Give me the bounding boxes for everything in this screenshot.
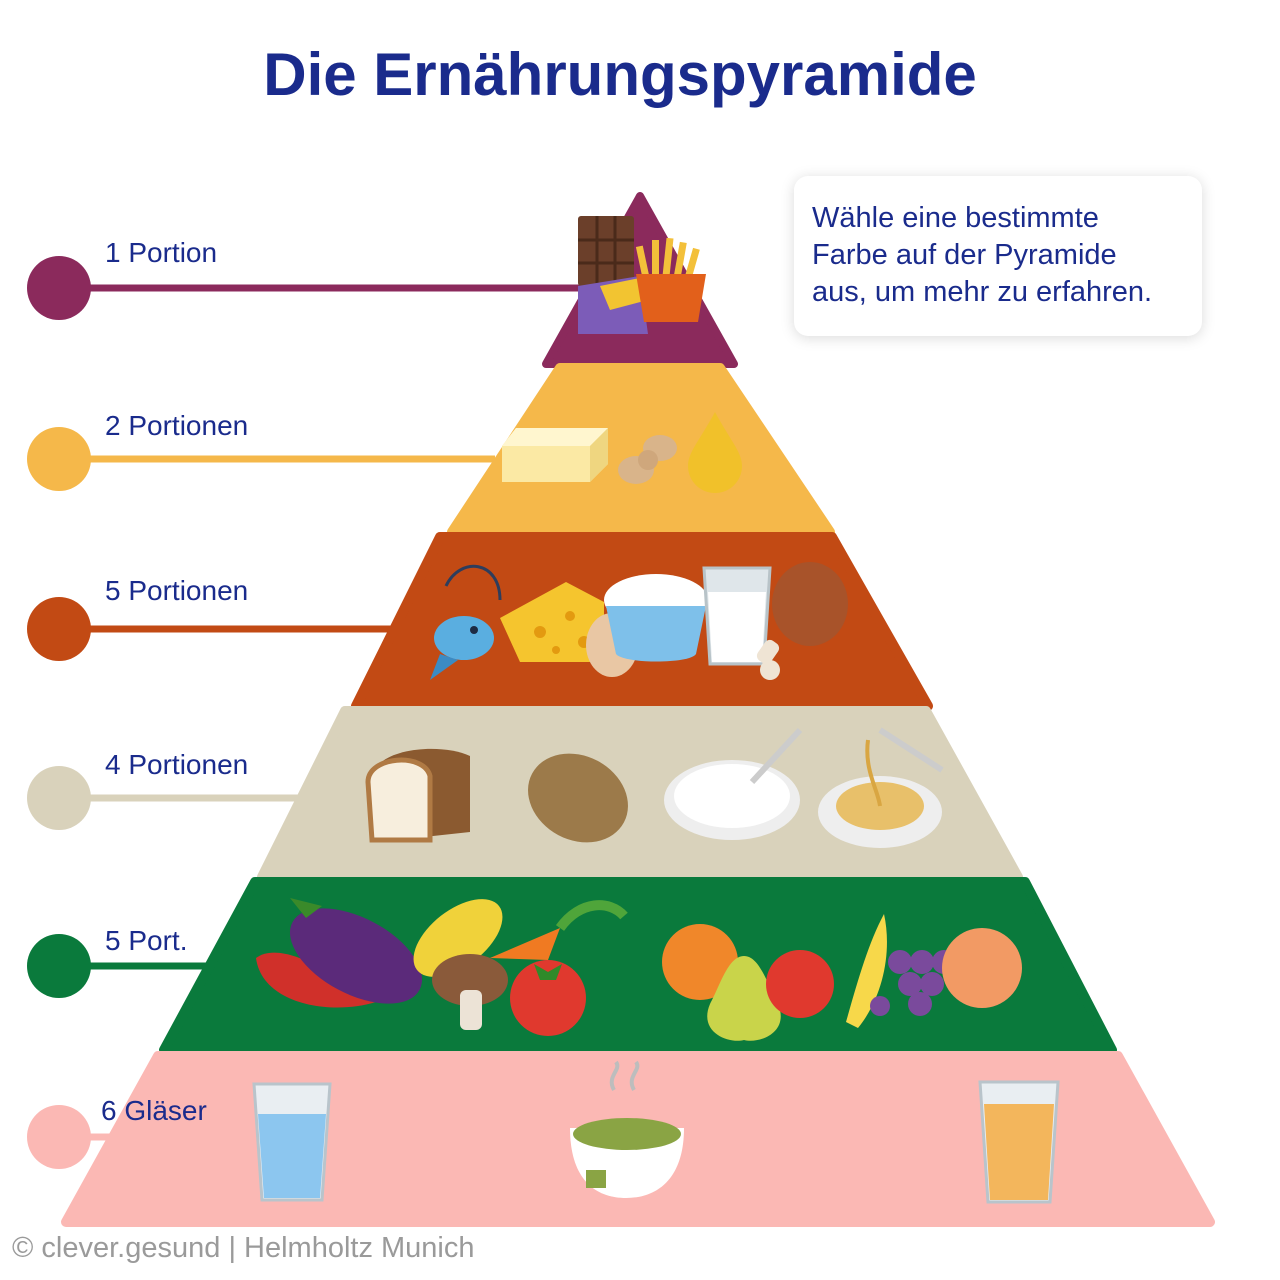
orange-icon [662,924,738,1000]
mushroom-icon [432,954,508,1030]
candy-icon [578,276,648,334]
level-dot-1[interactable] [27,256,91,320]
french-fries-icon [635,237,706,322]
potato-icon [528,753,628,843]
butter-icon [502,428,608,482]
level-dot-5[interactable] [27,934,91,998]
info-box: Wähle eine bestimmte Farbe auf der Pyram… [794,176,1202,336]
level-dot-3[interactable] [27,597,91,661]
peach-icon [942,928,1022,1008]
level-dot-2[interactable] [27,427,91,491]
tea-cup-icon [570,1060,684,1198]
water-glass-icon [252,1082,332,1202]
level-label-1: 1 Portion [105,237,217,268]
peanut-icon [618,435,677,484]
yogurt-icon [604,574,708,662]
level-label-4: 4 Portionen [105,749,248,780]
chocolate-icon [578,216,634,286]
info-line-3: aus, um mehr zu erfahren. [812,276,1153,308]
level-label-3: 5 Portionen [105,575,248,606]
bread-icon [365,748,470,843]
level-dot-4[interactable] [27,766,91,830]
pasta-icon [818,727,944,848]
apple-icon [766,950,834,1018]
level-dot-6[interactable] [27,1105,91,1169]
info-line-1: Wähle eine bestimmte [812,202,1099,234]
juice-glass-icon [978,1080,1060,1204]
tomato-icon [510,960,586,1036]
info-line-2: Farbe auf der Pyramide [812,239,1117,271]
level-labels: 1 Portion 2 Portionen 5 Portionen 4 Port… [101,237,248,1126]
level-label-5: 5 Port. [105,925,187,956]
level-markers [27,256,600,1169]
copyright-footer: © clever.gesund | Helmholtz Munich [12,1232,475,1264]
fish-icon [430,564,502,680]
milk-icon [702,566,772,666]
chicken-leg-icon [756,562,848,680]
rice-icon [664,727,803,840]
eggplant-icon [289,898,423,1004]
chili-icon [256,952,376,1008]
oil-drop-icon [688,412,742,493]
banana-icon [846,914,887,1028]
carrot-icon [490,900,628,960]
corn-icon [413,899,503,977]
level-label-6: 6 Gläser [101,1095,207,1126]
pear-icon [707,956,781,1041]
page-title: Die Ernährungspyramide [263,41,977,108]
level-label-2: 2 Portionen [105,410,248,441]
